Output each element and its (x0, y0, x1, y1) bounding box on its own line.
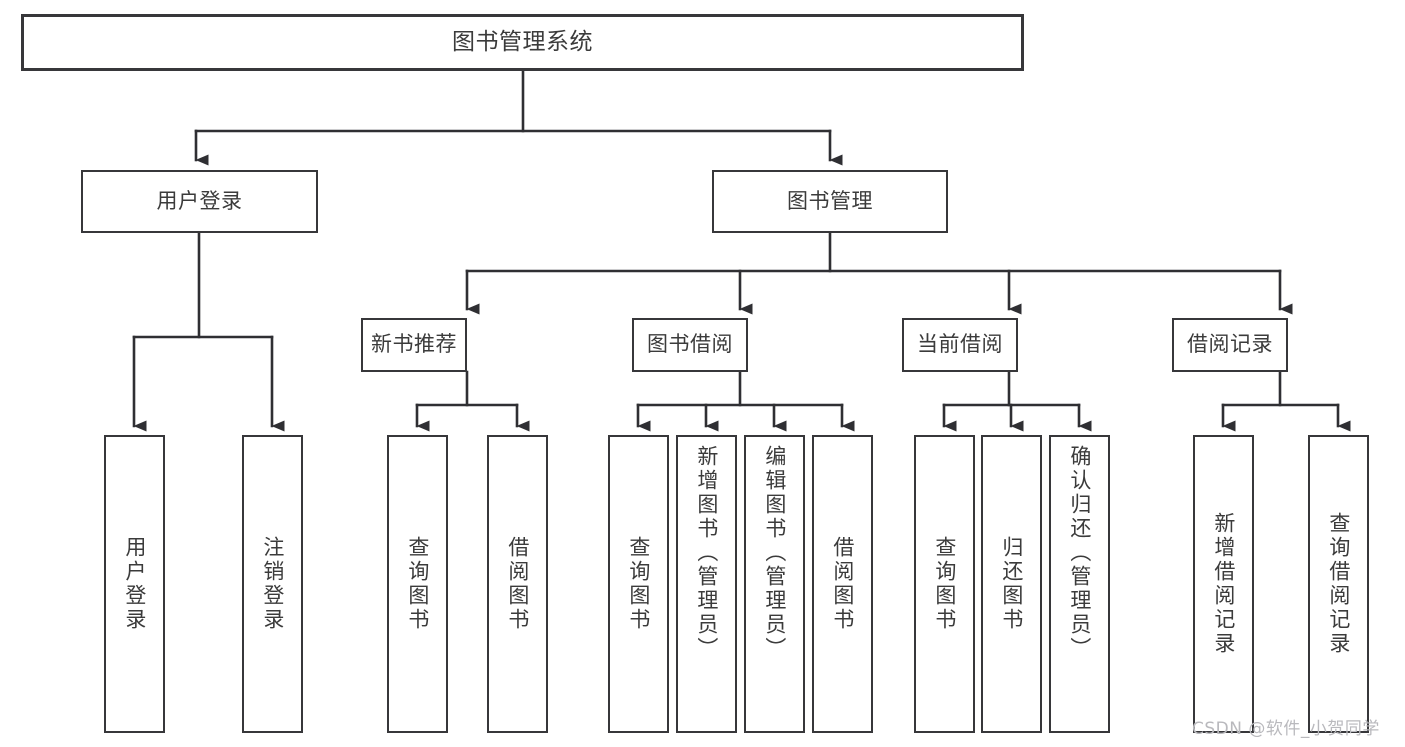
node-book-borrow[interactable]: 图书借阅 (632, 318, 748, 372)
leaf-borrowrecord-add-record[interactable]: 新增借阅记录 (1193, 435, 1254, 733)
node-user-login[interactable]: 用户登录 (81, 170, 318, 233)
leaf-bookborrow-edit-book[interactable]: 编辑图书（管理员） (744, 435, 805, 733)
node-borrow-record-label: 借阅记录 (1187, 332, 1273, 357)
node-book-borrow-label: 图书借阅 (647, 332, 733, 357)
node-root[interactable]: 图书管理系统 (21, 14, 1024, 71)
node-new-book-recommend-label: 新书推荐 (371, 332, 457, 357)
leaf-bookborrow-borrow-book-label: 借阅图书 (830, 536, 855, 632)
leaf-bookborrow-add-book-label: 新增图书（管理员） (694, 445, 719, 661)
leaf-borrowrecord-add-record-label: 新增借阅记录 (1211, 512, 1236, 656)
node-current-borrow-label: 当前借阅 (917, 332, 1003, 357)
leaf-currentborrow-confirm-return-label: 确认归还（管理员） (1067, 445, 1092, 661)
node-user-login-label: 用户登录 (156, 188, 243, 213)
leaf-newbook-borrow-book[interactable]: 借阅图书 (487, 435, 548, 733)
leaf-borrowrecord-query-record-label: 查询借阅记录 (1326, 512, 1351, 656)
leaf-bookborrow-edit-book-label: 编辑图书（管理员） (762, 445, 787, 661)
leaf-newbook-borrow-book-label: 借阅图书 (505, 536, 530, 632)
leaf-bookborrow-query-book-label: 查询图书 (626, 536, 651, 632)
node-root-label: 图书管理系统 (452, 28, 593, 55)
leaf-currentborrow-query-book-label: 查询图书 (932, 536, 957, 632)
leaf-newbook-query-book-label: 查询图书 (405, 536, 430, 632)
node-new-book-recommend[interactable]: 新书推荐 (361, 318, 467, 372)
leaf-currentborrow-return-book[interactable]: 归还图书 (981, 435, 1042, 733)
leaf-user-login[interactable]: 用户登录 (104, 435, 165, 733)
leaf-bookborrow-add-book[interactable]: 新增图书（管理员） (676, 435, 737, 733)
node-book-manage[interactable]: 图书管理 (712, 170, 948, 233)
node-current-borrow[interactable]: 当前借阅 (902, 318, 1018, 372)
leaf-bookborrow-query-book[interactable]: 查询图书 (608, 435, 669, 733)
leaf-logout[interactable]: 注销登录 (242, 435, 303, 733)
leaf-currentborrow-return-book-label: 归还图书 (999, 536, 1024, 632)
leaf-borrowrecord-query-record[interactable]: 查询借阅记录 (1308, 435, 1369, 733)
watermark: CSDN @软件_小贺同学 (1192, 719, 1380, 739)
node-book-manage-label: 图书管理 (787, 188, 873, 213)
leaf-logout-label: 注销登录 (260, 536, 285, 632)
leaf-currentborrow-query-book[interactable]: 查询图书 (914, 435, 975, 733)
leaf-newbook-query-book[interactable]: 查询图书 (387, 435, 448, 733)
leaf-currentborrow-confirm-return[interactable]: 确认归还（管理员） (1049, 435, 1110, 733)
node-borrow-record[interactable]: 借阅记录 (1172, 318, 1288, 372)
leaf-bookborrow-borrow-book[interactable]: 借阅图书 (812, 435, 873, 733)
leaf-user-login-label: 用户登录 (122, 536, 147, 632)
